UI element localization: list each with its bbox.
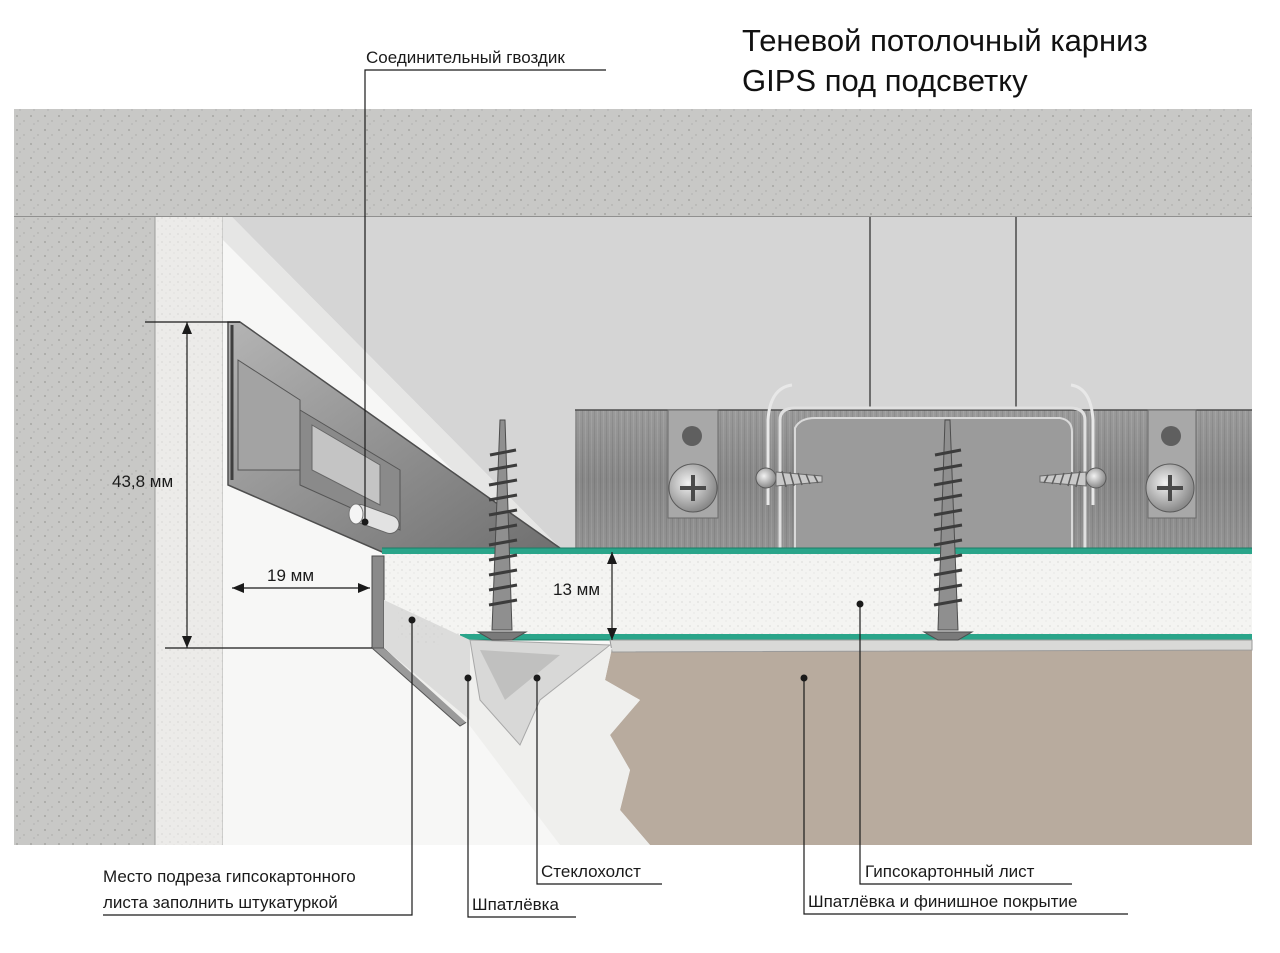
label-drywall: Гипсокартонный лист (865, 862, 1035, 881)
dimension-width-label: 19 мм (267, 566, 314, 585)
concrete-wall (14, 217, 155, 845)
label-fiberglass: Стеклохолст (541, 862, 641, 881)
title-line-1: Теневой потолочный карниз (742, 23, 1148, 58)
dimension-width (232, 583, 370, 593)
hanger-rods (869, 217, 1017, 410)
wall-plaster-layer (154, 217, 224, 845)
leader-finish (803, 678, 1128, 915)
lower-wall-diagonal (223, 650, 560, 845)
leader-nail (364, 69, 606, 522)
label-nail: Соединительный гвоздик (366, 48, 565, 67)
gypsum-board (382, 547, 1252, 641)
clamp-screw-right-icon (1039, 467, 1107, 489)
concrete-slab (14, 109, 1252, 218)
label-finish: Шпатлёвка и финишное покрытие (808, 892, 1077, 911)
drywall-screw-left-icon (476, 419, 528, 641)
leader-putty (467, 678, 576, 918)
bracket-screw-left-icon (668, 463, 718, 513)
wall-shadow-band (223, 217, 560, 548)
leader-drywall (859, 604, 1072, 885)
leader-fiberglass (536, 678, 662, 885)
clamp-screw-left-icon (755, 467, 823, 489)
leader-cut (103, 620, 413, 916)
dimension-thickness (607, 552, 617, 640)
dimension-height-label: 43,8 мм (112, 472, 173, 491)
label-cut-line-1: Место подреза гипсокартонного (103, 867, 356, 886)
putty-zone (384, 596, 650, 845)
finish-coating (605, 639, 1253, 845)
ceiling-void (232, 217, 1252, 548)
dimension-thickness-label: 13 мм (553, 580, 600, 599)
label-cut-line-2: листа заполнить штукатуркой (103, 893, 338, 912)
bracket-screw-right-icon (1145, 463, 1195, 513)
dimension-height (145, 321, 372, 649)
ceiling-profile (575, 383, 1252, 550)
title-line-2: GIPS под подсветку (742, 63, 1028, 98)
connection-nail-icon (348, 503, 400, 534)
label-putty: Шпатлёвка (472, 895, 559, 914)
drywall-screw-right-icon (922, 419, 974, 641)
